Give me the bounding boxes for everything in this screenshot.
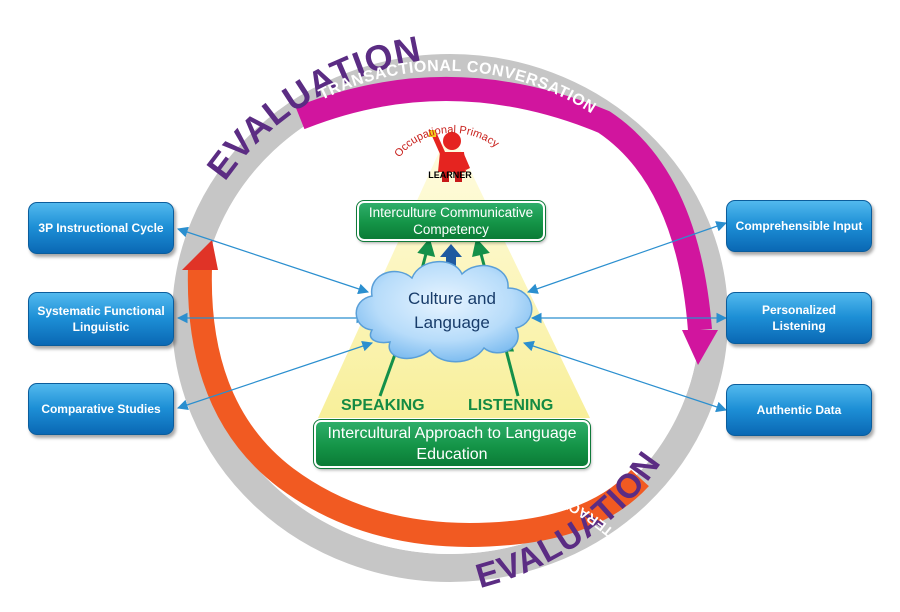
- box-3p-instructional-cycle: 3P Instructional Cycle: [28, 202, 174, 254]
- culture-language-text: Culture and Language: [378, 287, 526, 335]
- culture-line: Culture and: [408, 289, 496, 308]
- language-line: Language: [414, 313, 490, 332]
- culture-cloud: [355, 260, 533, 363]
- approach-box: Intercultural Approach to Language Educa…: [313, 419, 591, 469]
- box-comparative-studies: Comparative Studies: [28, 383, 174, 435]
- listening-label: LISTENING: [468, 397, 554, 414]
- box-authentic-data: Authentic Data: [726, 384, 872, 436]
- competency-box: Interculture Communicative Competency: [356, 200, 546, 242]
- learner-label: LEARNER: [428, 170, 472, 180]
- connector-arrows: [176, 221, 728, 413]
- box-systematic-functional-linguistic: Systematic Functional Linguistic: [28, 292, 174, 346]
- box-personalized-listening: Personalized Listening: [726, 292, 872, 344]
- up-arrow: [440, 244, 462, 268]
- learner-figure: [429, 130, 470, 182]
- speaking-label: SPEAKING: [341, 397, 425, 414]
- box-comprehensible-input: Comprehensible Input: [726, 200, 872, 252]
